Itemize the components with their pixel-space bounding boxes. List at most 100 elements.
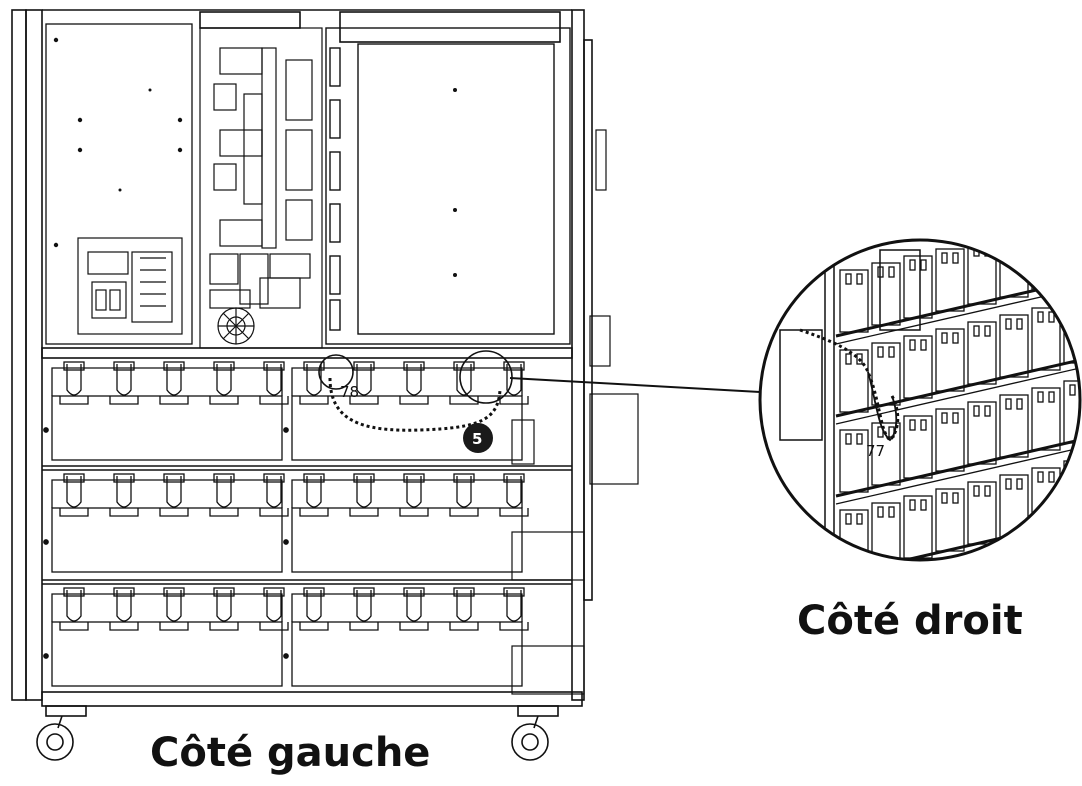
zoom-terminal bbox=[1037, 311, 1044, 323]
battery-handle bbox=[159, 361, 189, 405]
battery-handle bbox=[349, 473, 379, 517]
battery-handle bbox=[499, 473, 529, 517]
zoom-terminal bbox=[888, 506, 895, 518]
zoom-terminal bbox=[845, 433, 852, 445]
zoom-shelf-edge bbox=[835, 367, 1080, 425]
control-pcb bbox=[77, 237, 183, 335]
caster-left bbox=[36, 705, 87, 761]
zoom-terminal bbox=[845, 273, 852, 285]
battery-handle bbox=[449, 587, 479, 631]
caption-left-side: Côté gauche bbox=[150, 730, 431, 776]
battery-handle bbox=[449, 473, 479, 517]
zoom-terminal bbox=[1048, 391, 1055, 403]
zoom-battery bbox=[999, 394, 1029, 458]
battery-handle bbox=[399, 361, 429, 405]
battery-handle bbox=[109, 587, 139, 631]
zoom-terminal bbox=[1069, 464, 1076, 476]
upper-right-panel bbox=[325, 27, 571, 345]
zoom-terminal bbox=[1048, 240, 1055, 243]
caption-right-side: Côté droit bbox=[797, 598, 1023, 644]
zoom-terminal bbox=[1005, 240, 1012, 250]
power-module bbox=[199, 27, 323, 349]
zoom-terminal bbox=[877, 506, 884, 518]
zoom-terminal bbox=[1005, 318, 1012, 330]
zoom-terminal bbox=[920, 499, 927, 511]
zoom-terminal bbox=[952, 332, 959, 344]
zoom-battery bbox=[1031, 387, 1061, 451]
zoom-terminal bbox=[845, 513, 852, 525]
battery-handle bbox=[299, 361, 329, 405]
zoom-terminal bbox=[1016, 318, 1023, 330]
zoom-detail: 77 bbox=[760, 225, 1080, 560]
callout-78: 78 bbox=[340, 383, 359, 401]
zoom-terminal bbox=[973, 485, 980, 497]
zoom-battery bbox=[1031, 240, 1061, 291]
battery-handle bbox=[109, 473, 139, 517]
zoom-terminal bbox=[856, 273, 863, 285]
zoom-terminal bbox=[877, 426, 884, 438]
battery-handle bbox=[159, 473, 189, 517]
battery-handle bbox=[399, 587, 429, 631]
zoom-terminal bbox=[888, 346, 895, 358]
zoom-terminal bbox=[1037, 391, 1044, 403]
zoom-terminal bbox=[952, 252, 959, 264]
battery-handle bbox=[399, 473, 429, 517]
leader-line bbox=[509, 377, 761, 393]
battery-handle bbox=[259, 361, 289, 405]
zoom-terminal bbox=[909, 339, 916, 351]
zoom-terminal bbox=[1037, 240, 1044, 243]
divider-rail bbox=[41, 347, 573, 585]
battery-handle bbox=[259, 587, 289, 631]
battery-handle bbox=[209, 361, 239, 405]
battery-handle bbox=[349, 587, 379, 631]
battery-tray bbox=[283, 587, 529, 687]
connector-boxes bbox=[511, 419, 585, 695]
zoom-terminal bbox=[1070, 225, 1075, 235]
zoom-terminal bbox=[1037, 471, 1044, 483]
zoom-shelf-edge bbox=[835, 447, 1080, 505]
zoom-terminal bbox=[941, 412, 948, 424]
callout-circle-left bbox=[318, 354, 354, 390]
battery-trays bbox=[43, 361, 529, 687]
zoom-terminal bbox=[920, 259, 927, 271]
battery-handle bbox=[159, 587, 189, 631]
zoom-terminal bbox=[909, 419, 916, 431]
zoom-terminal bbox=[941, 252, 948, 264]
battery-tray bbox=[43, 587, 289, 687]
zoom-terminal bbox=[856, 433, 863, 445]
zoom-terminal bbox=[1048, 311, 1055, 323]
zoom-terminal bbox=[845, 353, 852, 365]
step-badge-number: 5 bbox=[472, 430, 482, 448]
zoom-terminal bbox=[984, 485, 991, 497]
zoom-terminal bbox=[877, 346, 884, 358]
battery-tray bbox=[43, 473, 289, 573]
zoom-terminal bbox=[973, 405, 980, 417]
side-bracket bbox=[589, 129, 639, 485]
battery-handle bbox=[349, 361, 379, 405]
zoom-terminal bbox=[920, 339, 927, 351]
zoom-terminal bbox=[1016, 240, 1023, 250]
battery-handle bbox=[59, 361, 89, 405]
zoom-terminal bbox=[856, 353, 863, 365]
zoom-terminal bbox=[1016, 478, 1023, 490]
right-panel-screws bbox=[453, 88, 457, 277]
zoom-terminal bbox=[1048, 471, 1055, 483]
zoom-terminal bbox=[856, 513, 863, 525]
upper-left-panel bbox=[45, 23, 193, 345]
callout-77: 77 bbox=[866, 442, 885, 460]
battery-handle bbox=[259, 473, 289, 517]
cable-78 bbox=[328, 377, 502, 432]
battery-handle bbox=[299, 473, 329, 517]
battery-handle bbox=[299, 587, 329, 631]
zoom-battery bbox=[1063, 460, 1080, 524]
zoom-terminal bbox=[1016, 398, 1023, 410]
zoom-battery bbox=[999, 314, 1029, 378]
step-badge: 5 bbox=[463, 423, 493, 453]
zoom-terminal bbox=[984, 325, 991, 337]
zoom-terminal bbox=[1069, 384, 1076, 396]
zoom-terminal bbox=[909, 259, 916, 271]
zoom-battery bbox=[1063, 240, 1080, 284]
zoom-terminal bbox=[952, 492, 959, 504]
zoom-terminal bbox=[941, 332, 948, 344]
